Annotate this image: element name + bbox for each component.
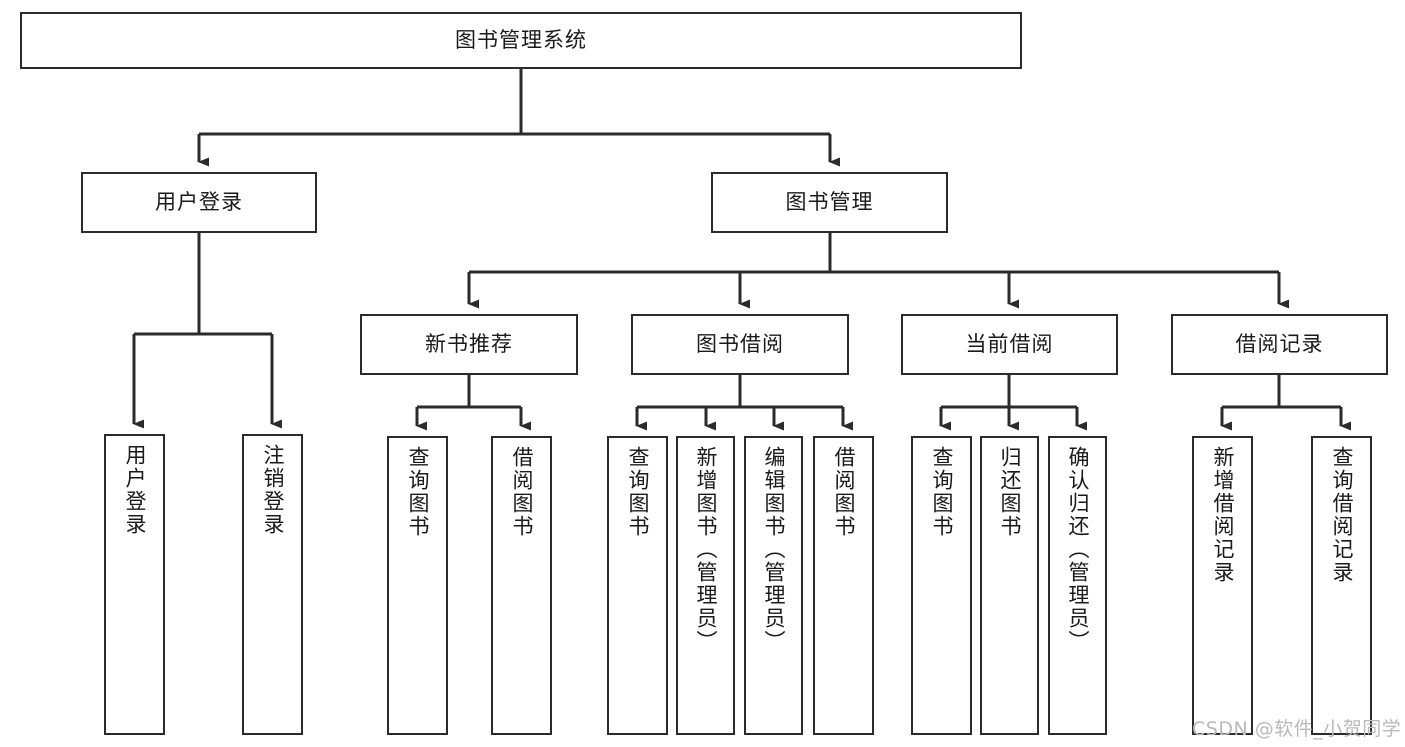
node-leaf-query-record[interactable]: 查询借阅记录 (1311, 436, 1372, 735)
node-leaf-edit-book-label: 编辑图书（管理员） (761, 446, 786, 653)
node-leaf-return-book-label: 归还图书 (997, 446, 1022, 538)
node-book-manage-label: 图书管理 (785, 189, 874, 214)
node-borrow-record-label: 借阅记录 (1235, 331, 1324, 356)
node-leaf-query-book-1[interactable]: 查询图书 (387, 436, 448, 735)
node-leaf-query-book-1-label: 查询图书 (405, 446, 430, 538)
node-leaf-user-logout[interactable]: 注销登录 (242, 434, 303, 735)
node-user-login-label: 用户登录 (155, 189, 243, 214)
node-root-label: 图书管理系统 (455, 27, 587, 52)
node-leaf-add-record-label: 新增借阅记录 (1210, 446, 1235, 584)
node-book-borrow-label: 图书借阅 (696, 331, 784, 356)
node-leaf-query-book-3[interactable]: 查询图书 (911, 436, 972, 735)
node-new-book-rec-label: 新书推荐 (425, 331, 513, 356)
node-book-manage[interactable]: 图书管理 (711, 172, 948, 233)
node-current-borrow-label: 当前借阅 (965, 331, 1054, 356)
node-borrow-record[interactable]: 借阅记录 (1171, 314, 1388, 375)
node-leaf-query-record-label: 查询借阅记录 (1329, 446, 1354, 584)
node-leaf-add-record[interactable]: 新增借阅记录 (1192, 436, 1253, 735)
node-book-borrow[interactable]: 图书借阅 (631, 314, 849, 375)
node-leaf-user-login[interactable]: 用户登录 (104, 434, 165, 735)
node-root[interactable]: 图书管理系统 (20, 12, 1022, 69)
node-leaf-borrow-book-1-label: 借阅图书 (509, 446, 534, 538)
node-leaf-confirm-return-label: 确认归还（管理员） (1065, 446, 1090, 653)
node-leaf-add-book-label: 新增图书（管理员） (693, 446, 718, 653)
node-leaf-query-book-2-label: 查询图书 (625, 446, 650, 538)
node-leaf-borrow-book-1[interactable]: 借阅图书 (491, 436, 552, 735)
node-new-book-rec[interactable]: 新书推荐 (360, 314, 578, 375)
node-user-login[interactable]: 用户登录 (81, 172, 317, 233)
node-leaf-edit-book[interactable]: 编辑图书（管理员） (744, 436, 803, 735)
node-leaf-user-logout-label: 注销登录 (260, 444, 285, 536)
node-leaf-query-book-2[interactable]: 查询图书 (607, 436, 668, 735)
node-current-borrow[interactable]: 当前借阅 (901, 314, 1118, 375)
node-leaf-borrow-book-2-label: 借阅图书 (831, 446, 856, 538)
node-leaf-query-book-3-label: 查询图书 (929, 446, 954, 538)
node-leaf-return-book[interactable]: 归还图书 (980, 436, 1039, 735)
node-leaf-add-book[interactable]: 新增图书（管理员） (676, 436, 735, 735)
node-leaf-borrow-book-2[interactable]: 借阅图书 (813, 436, 874, 735)
node-leaf-user-login-label: 用户登录 (122, 444, 147, 536)
node-leaf-confirm-return[interactable]: 确认归还（管理员） (1048, 436, 1107, 735)
